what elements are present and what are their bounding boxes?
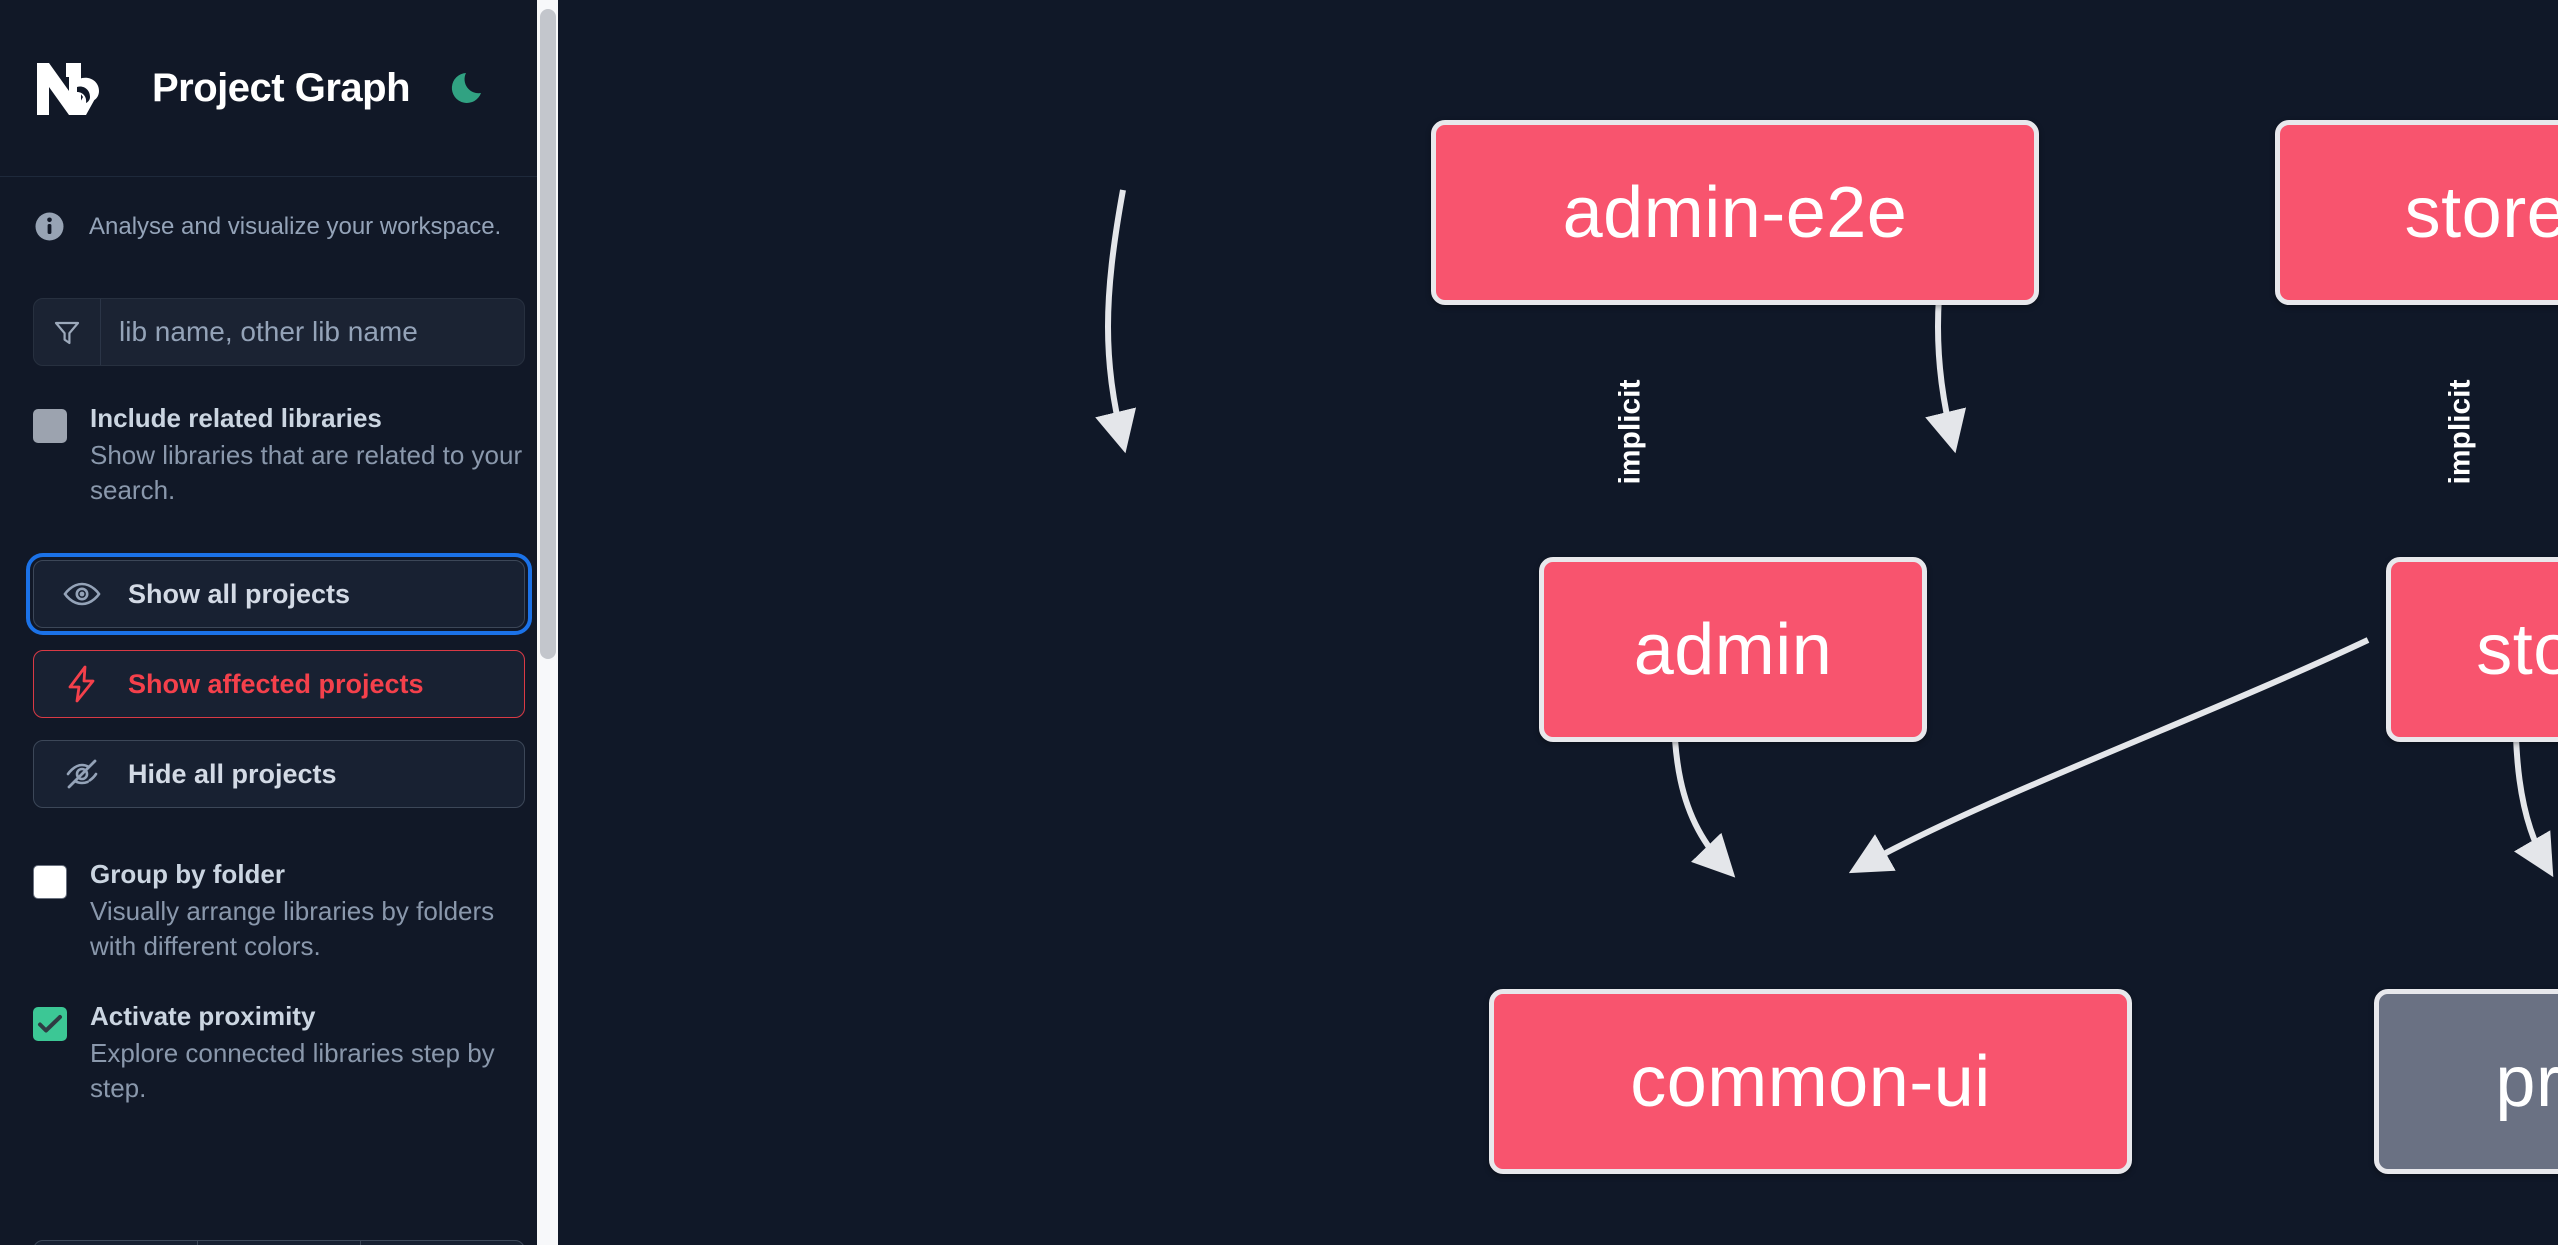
page-title: Project Graph xyxy=(152,65,411,110)
segment-3[interactable] xyxy=(361,1241,524,1245)
eye-off-icon xyxy=(62,754,102,794)
graph-node-admin-e2e[interactable]: admin-e2e xyxy=(1431,120,2039,305)
search-input[interactable] xyxy=(101,299,524,365)
sidebar-header: Project Graph xyxy=(0,0,558,177)
option-title: Group by folder xyxy=(90,859,285,890)
search-field-wrapper[interactable] xyxy=(33,298,525,366)
option-group-by-folder[interactable]: Group by folder Visually arrange librari… xyxy=(0,859,558,964)
graph-canvas[interactable]: admin-e2e store-e2e admin store common-u… xyxy=(558,0,2558,1245)
visibility-button-group: Show all projects Show affected projects xyxy=(26,553,532,809)
edge-admin-e2e-to-admin xyxy=(1095,189,1137,454)
edge-label-implicit-store: implicit xyxy=(2443,379,2477,485)
node-label: store-e2e xyxy=(2404,172,2558,253)
tagline-text: Analyse and visualize your workspace. xyxy=(89,212,502,240)
checkbox-include-related-libraries[interactable] xyxy=(33,409,67,443)
option-include-related-libraries[interactable]: Include related libraries Show libraries… xyxy=(0,403,558,508)
option-title: Include related libraries xyxy=(90,403,382,433)
graph-node-store-e2e[interactable]: store-e2e xyxy=(2275,120,2558,305)
nx-logo-icon xyxy=(33,57,115,119)
node-label: common-ui xyxy=(1630,1041,1991,1122)
hide-all-projects-button[interactable]: Hide all projects xyxy=(33,740,525,809)
graph-node-admin[interactable]: admin xyxy=(1539,557,1927,742)
eye-icon xyxy=(62,574,102,614)
show-affected-projects-label: Show affected projects xyxy=(128,668,424,699)
funnel-filter-icon xyxy=(34,299,101,365)
show-all-projects-button[interactable]: Show all projects xyxy=(26,553,532,636)
sidebar-scrollbar-thumb[interactable] xyxy=(540,9,556,659)
sidebar-tagline: Analyse and visualize your workspace. xyxy=(0,177,558,243)
sidebar: Project Graph Analyse and visualize yo xyxy=(0,0,558,1245)
checkbox-activate-proximity[interactable] xyxy=(33,1007,67,1042)
graph-node-store[interactable]: store xyxy=(2386,557,2558,742)
sidebar-scrollbar-track[interactable] xyxy=(537,0,558,1245)
segment-1[interactable] xyxy=(34,1241,198,1245)
checkbox-group-by-folder[interactable] xyxy=(33,865,67,900)
option-activate-proximity[interactable]: Activate proximity Explore connected lib… xyxy=(0,1001,558,1106)
moon-icon[interactable] xyxy=(448,65,494,111)
info-circle-icon xyxy=(33,210,66,243)
node-label: products xyxy=(2495,1041,2558,1122)
graph-node-products[interactable]: products xyxy=(2374,989,2558,1174)
show-all-projects-label: Show all projects xyxy=(128,578,351,609)
node-label: admin xyxy=(1633,609,1833,690)
option-title: Activate proximity xyxy=(90,1001,316,1032)
option-description: Show libraries that are related to your … xyxy=(90,439,523,505)
edge-label-implicit-admin: implicit xyxy=(1613,379,1647,485)
show-affected-projects-button[interactable]: Show affected projects xyxy=(33,650,525,719)
lightning-bolt-icon xyxy=(62,664,102,704)
option-description: Visually arrange libraries by folders wi… xyxy=(90,895,495,962)
node-label: store xyxy=(2476,609,2558,690)
graph-node-common-ui[interactable]: common-ui xyxy=(1489,989,2132,1174)
segmented-control[interactable] xyxy=(33,1240,525,1245)
edge-store-to-common-ui xyxy=(1848,637,2370,874)
hide-all-projects-label: Hide all projects xyxy=(128,758,337,789)
option-description: Explore connected libraries step by step… xyxy=(90,1038,495,1104)
segment-2[interactable] xyxy=(198,1241,362,1245)
node-label: admin-e2e xyxy=(1562,172,1908,253)
